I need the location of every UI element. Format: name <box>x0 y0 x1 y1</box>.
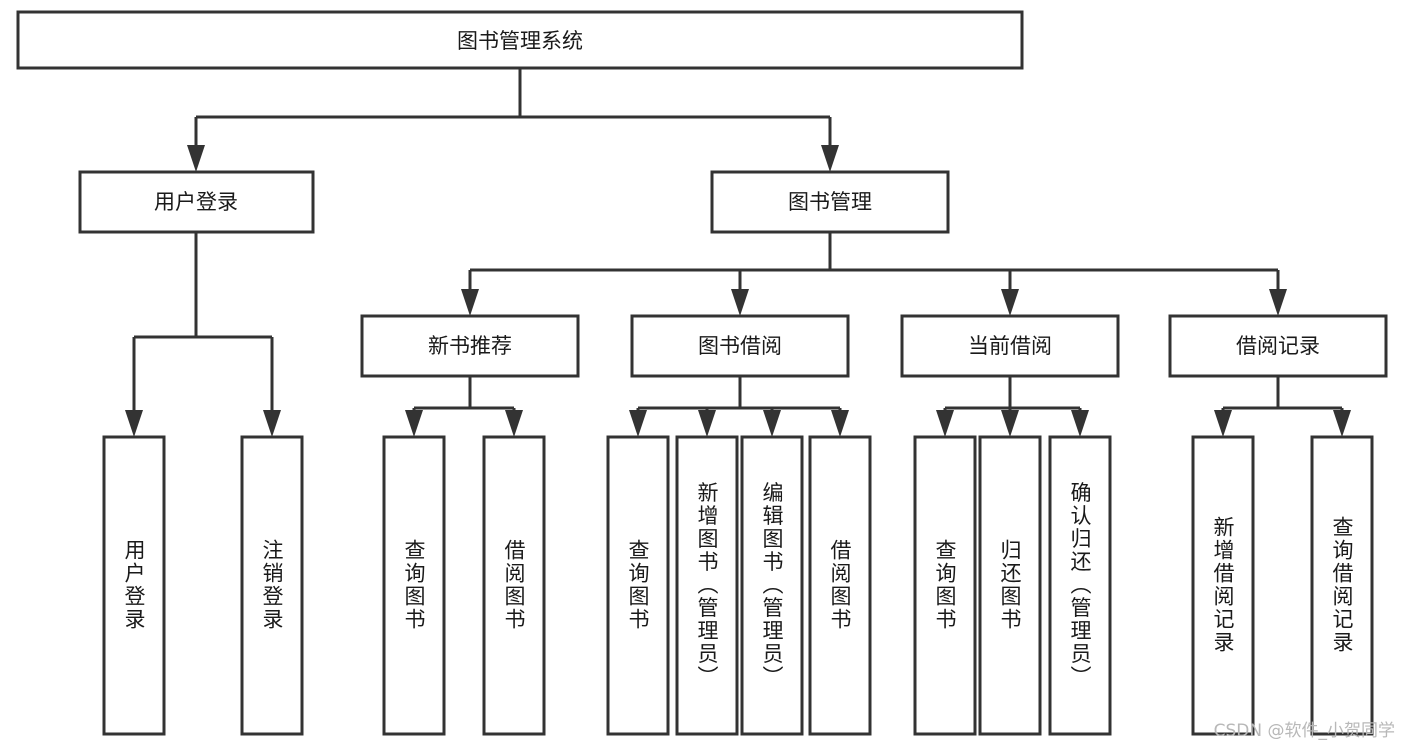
node-new-book-recommend-label: 新书推荐 <box>428 334 512 358</box>
connector-newbook-to-leaves <box>405 376 523 437</box>
leaf-newbook-borrow-label: 借阅图书 <box>502 539 526 631</box>
leaf-currentborrow-query-label: 查询图书 <box>933 539 957 631</box>
leaf-user-login-signin[interactable]: 用户登录 <box>102 435 166 736</box>
leaf-newbook-query-label: 查询图书 <box>402 539 426 631</box>
leaf-user-login-signout[interactable]: 注销登录 <box>240 435 304 736</box>
node-book-borrow-label: 图书借阅 <box>698 334 782 358</box>
node-current-borrow[interactable]: 当前借阅 <box>900 314 1120 378</box>
connector-borrowrecords-to-leaves <box>1214 376 1351 437</box>
node-book-management-label: 图书管理 <box>788 190 872 214</box>
leaf-bookborrow-borrow-label: 借阅图书 <box>828 539 852 631</box>
node-root-system-label: 图书管理系统 <box>457 29 583 53</box>
leaf-bookborrow-edit-label: 编辑图书（管理员） <box>760 482 784 689</box>
node-book-management[interactable]: 图书管理 <box>710 170 950 234</box>
leaf-bookborrow-borrow[interactable]: 借阅图书 <box>808 435 872 736</box>
leaf-bookborrow-query-label: 查询图书 <box>626 539 650 631</box>
leaf-bookborrow-query[interactable]: 查询图书 <box>606 435 670 736</box>
leaf-borrowrecords-query-label: 查询借阅记录 <box>1330 516 1354 654</box>
node-root-system[interactable]: 图书管理系统 <box>16 10 1024 70</box>
connector-bookborrow-to-leaves <box>629 376 849 437</box>
leaf-user-login-signout-label: 注销登录 <box>260 539 284 631</box>
csdn-watermark: CSDN @软件_小贺同学 <box>1213 721 1395 741</box>
leaf-bookborrow-add[interactable]: 新增图书（管理员） <box>675 435 739 736</box>
node-book-borrow[interactable]: 图书借阅 <box>630 314 850 378</box>
leaf-newbook-borrow[interactable]: 借阅图书 <box>482 435 546 736</box>
node-new-book-recommend[interactable]: 新书推荐 <box>360 314 580 378</box>
node-user-login-label: 用户登录 <box>154 190 238 214</box>
leaf-borrowrecords-query[interactable]: 查询借阅记录 <box>1310 435 1374 736</box>
leaf-currentborrow-return[interactable]: 归还图书 <box>978 435 1042 736</box>
leaf-bookborrow-edit[interactable]: 编辑图书（管理员） <box>740 435 804 736</box>
leaf-bookborrow-add-label: 新增图书（管理员） <box>695 482 719 689</box>
node-current-borrow-label: 当前借阅 <box>968 334 1052 358</box>
connector-root-to-level2 <box>187 68 839 172</box>
leaf-currentborrow-query[interactable]: 查询图书 <box>913 435 977 736</box>
leaf-newbook-query[interactable]: 查询图书 <box>382 435 446 736</box>
connector-currentborrow-to-leaves <box>936 376 1089 437</box>
leaf-currentborrow-confirm[interactable]: 确认归还（管理员） <box>1048 435 1112 736</box>
leaf-borrowrecords-add-label: 新增借阅记录 <box>1211 516 1235 654</box>
connector-bookmgmt-to-level3 <box>461 232 1287 316</box>
leaf-user-login-signin-label: 用户登录 <box>122 539 146 631</box>
leaf-borrowrecords-add[interactable]: 新增借阅记录 <box>1191 435 1255 736</box>
node-borrow-records[interactable]: 借阅记录 <box>1168 314 1388 378</box>
leaf-currentborrow-return-label: 归还图书 <box>998 539 1022 631</box>
node-borrow-records-label: 借阅记录 <box>1236 334 1320 358</box>
connector-userlogin-to-leaves <box>125 232 281 437</box>
leaf-currentborrow-confirm-label: 确认归还（管理员） <box>1068 482 1092 689</box>
node-user-login[interactable]: 用户登录 <box>78 170 315 234</box>
